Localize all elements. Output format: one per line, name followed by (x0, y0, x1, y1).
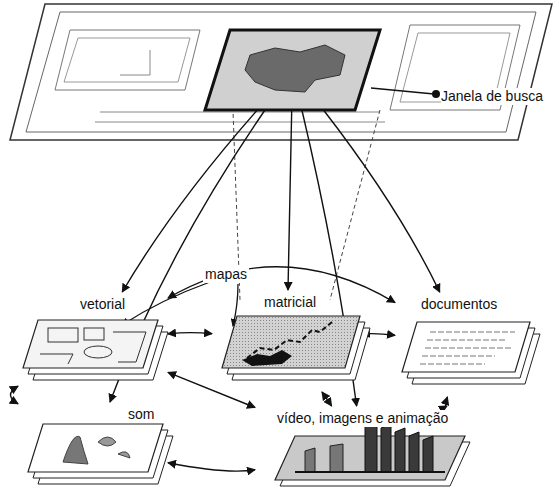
window-graphic (205, 30, 380, 110)
link-arrow (122, 110, 257, 292)
layer-label: matricial (264, 294, 316, 311)
link-arrow (445, 397, 447, 406)
link-arrow (324, 110, 440, 292)
layer-stack: documentos (395, 292, 535, 397)
window-label: Janela de busca (441, 88, 543, 105)
link-arrow (288, 110, 292, 290)
layer-label: vídeo, imagens e animação (277, 410, 448, 427)
layer-label: vetorial (80, 296, 125, 313)
layer-stack: matricial (212, 290, 362, 392)
layer-label: documentos (421, 296, 497, 313)
link-arrow (168, 463, 255, 471)
link-arrow (11, 386, 19, 404)
layer-label: som (128, 406, 154, 423)
layer-stack: som (18, 402, 168, 494)
link-arrow (168, 333, 212, 334)
group-label: mapas (203, 266, 249, 283)
search-window: Janela de busca (205, 30, 380, 110)
layer-stack: vetorial (18, 292, 168, 392)
link-arrow (322, 392, 332, 406)
layer-stack: vídeo, imagens e animação (255, 406, 470, 496)
